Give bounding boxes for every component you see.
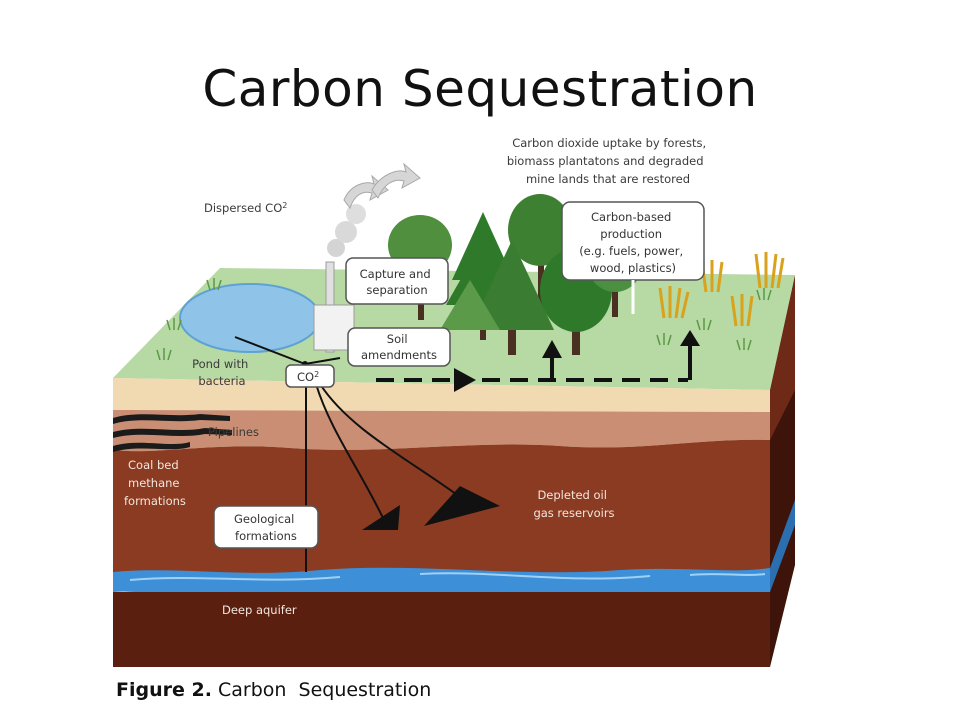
geological-formations-box: Geological formations: [213, 505, 319, 549]
pipelines-label: Pipelines: [208, 425, 259, 439]
uptake-note: Carbon dioxide uptake by forests, biomas…: [507, 136, 710, 186]
carbon-sequestration-diagram: Carbon dioxide uptake by forests, biomas…: [113, 136, 795, 667]
caption-text: Carbon Sequestration: [217, 679, 432, 701]
deep-aquifer-label: Deep aquifer: [222, 603, 297, 617]
dashed-arrowheads: [454, 330, 700, 392]
depleted-reservoirs-label: Depleted oil gas reservoirs: [533, 488, 614, 520]
capture-separation-box: Capture and separation: [345, 257, 449, 305]
grass-tufts: [156, 278, 772, 361]
svg-text:Capture and separation: Capture and separation: [360, 267, 435, 297]
svg-text:CO2: CO2: [297, 370, 319, 384]
svg-text:Soil amendments: Soil amendments: [361, 332, 437, 362]
carbon-production-box: Carbon-based production (e.g. fuels, pow…: [561, 201, 705, 314]
aquifer-water: [113, 567, 770, 598]
svg-text:Geological formations: Geological formations: [234, 512, 298, 543]
injection-arrows: [315, 383, 461, 521]
pond-label: Pond with bacteria: [192, 357, 252, 388]
smoke-arrows: [343, 162, 421, 210]
figure-caption: Figure 2. Carbon Sequestration: [116, 679, 431, 701]
coal-bed-label: Coal bed methane formations: [124, 458, 186, 508]
arrowheads-underground: [362, 486, 500, 530]
svg-text:Carbon-based production: Carbon-based production (e.g. fuels, pow…: [579, 210, 687, 275]
mid-soil-layer: [113, 410, 770, 452]
caption-label: Figure 2.: [116, 679, 212, 701]
dispersed-co2-label: Dispersed CO2: [204, 201, 287, 215]
bottom-soil-layer: [113, 592, 770, 667]
co2-box: CO2: [285, 364, 335, 388]
pipelines: [113, 414, 232, 452]
slide-title: Carbon Sequestration: [202, 60, 758, 118]
soil-amendments-box: Soil amendments: [347, 327, 451, 367]
topsoil-layer: [113, 378, 770, 412]
dashed-flow-arrows: [376, 344, 692, 382]
